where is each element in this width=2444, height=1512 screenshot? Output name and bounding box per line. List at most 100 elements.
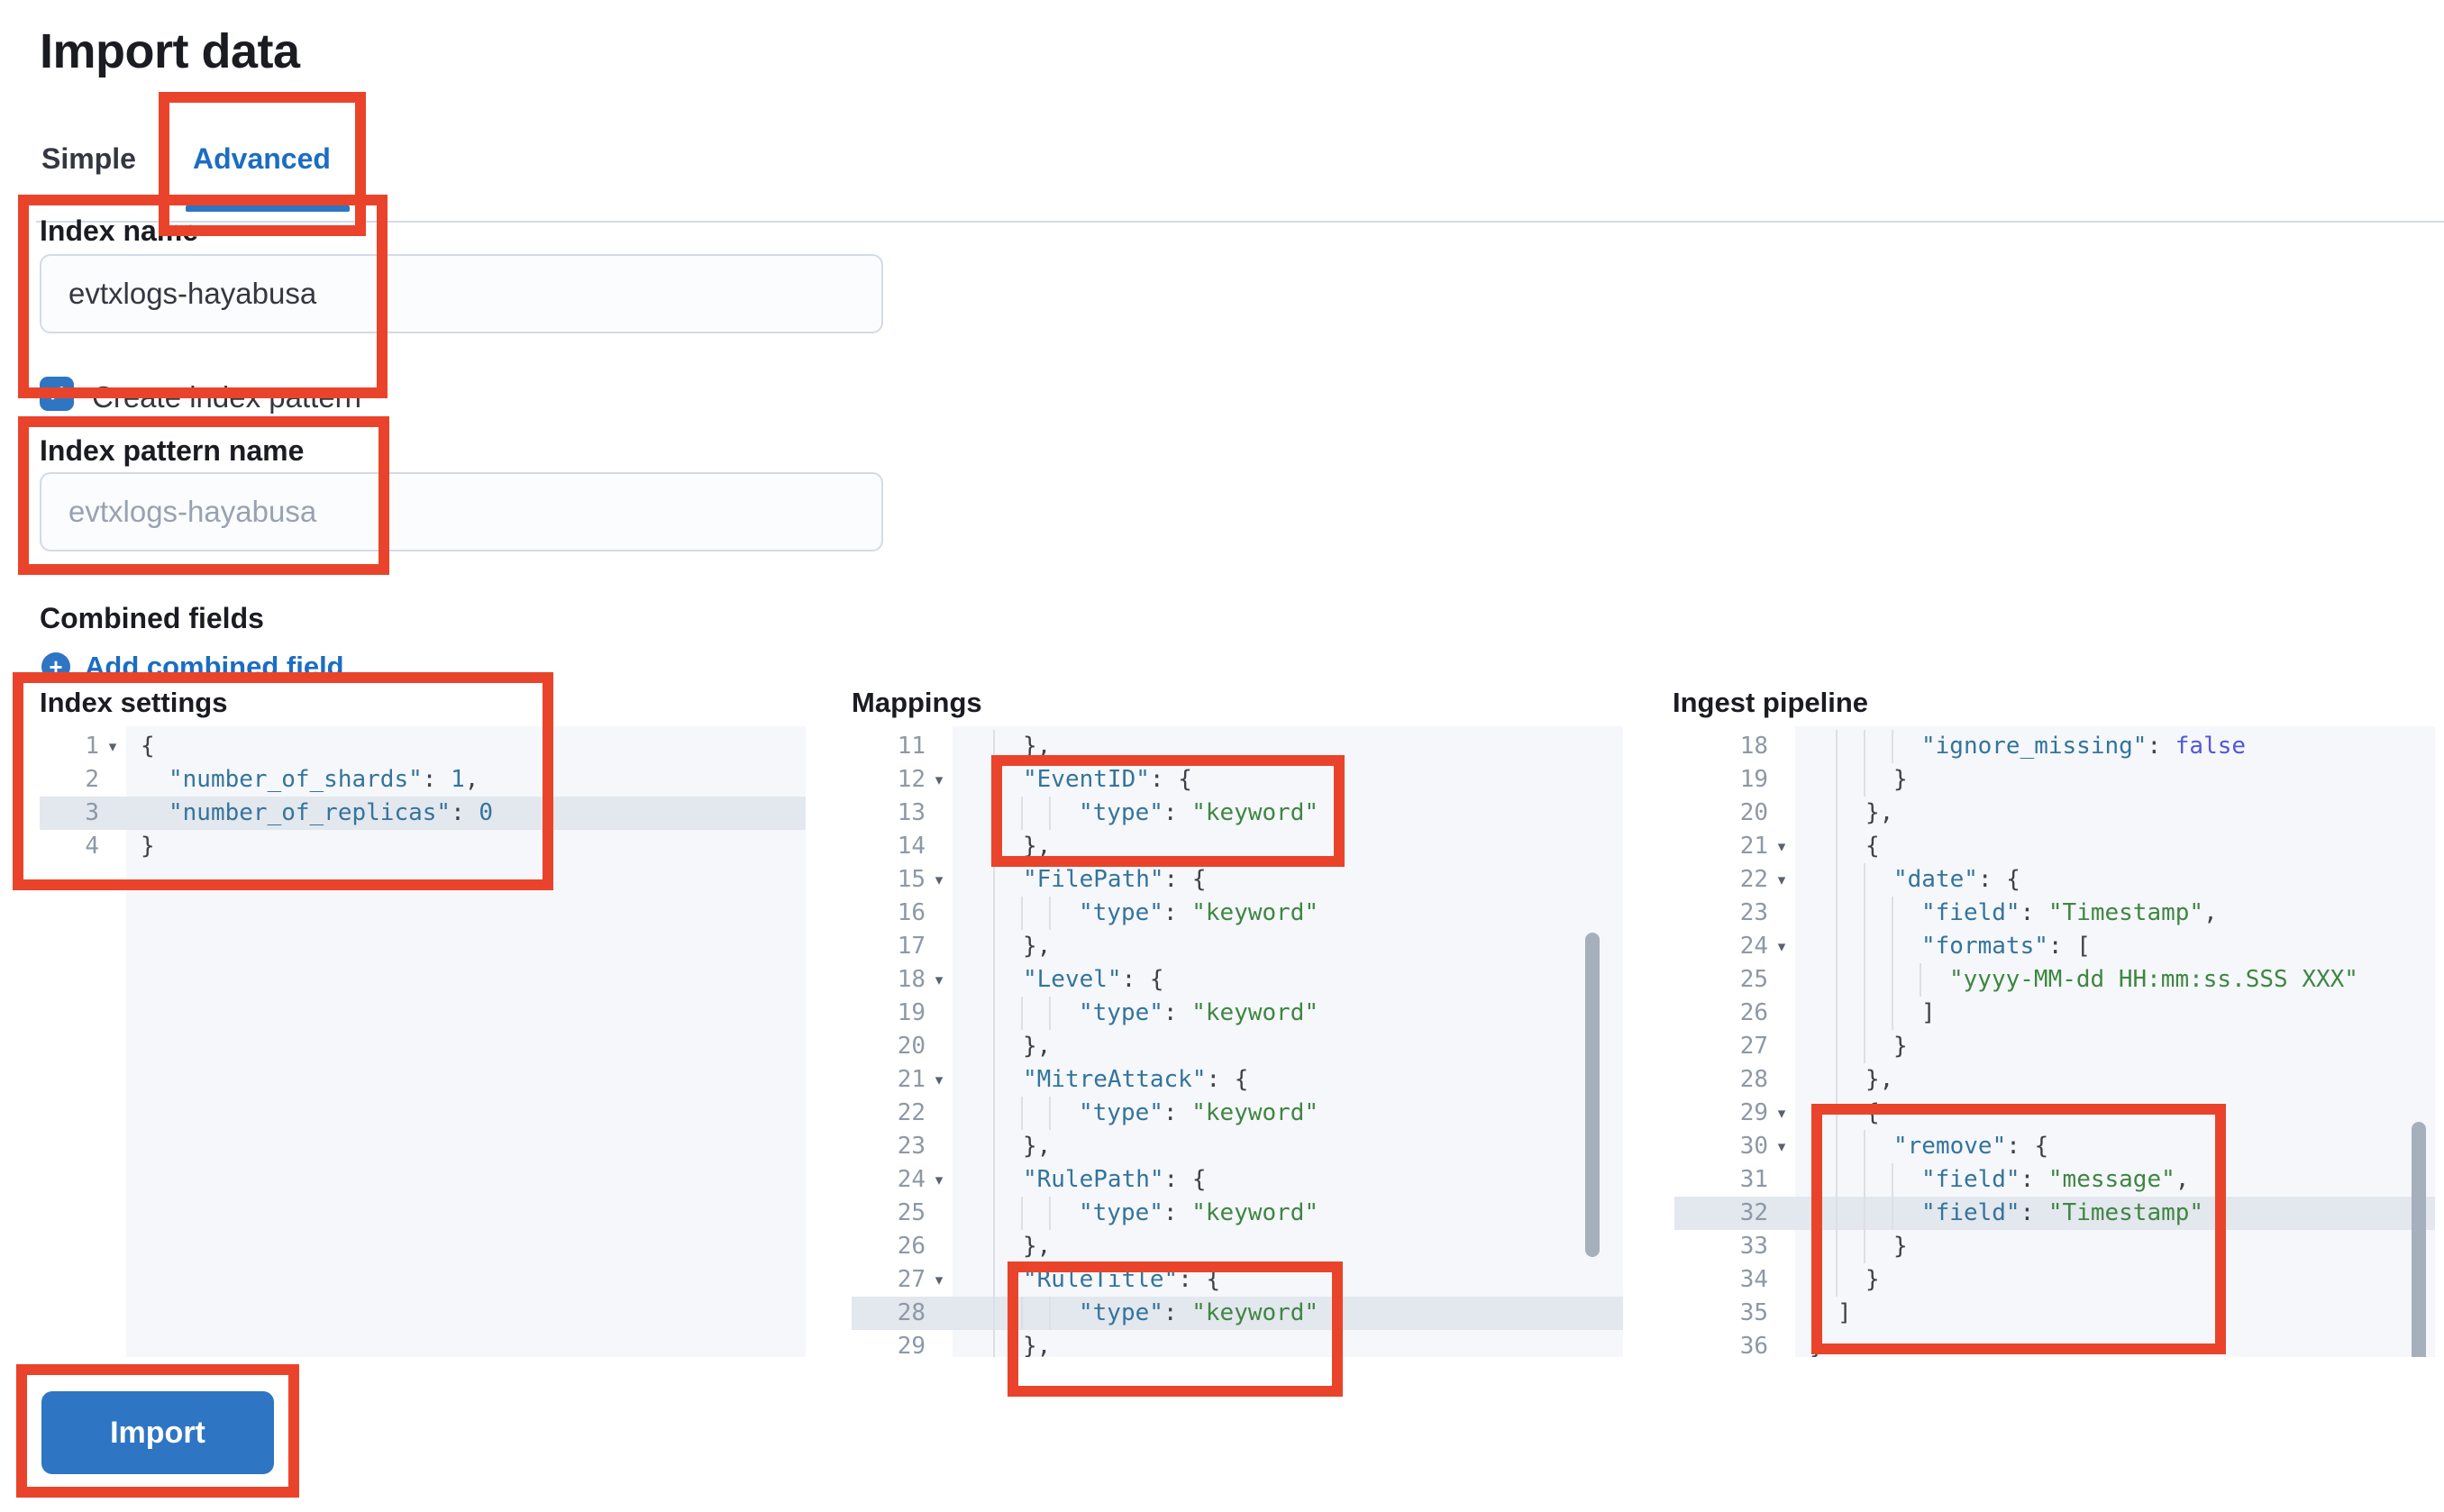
line-number: 3 [85, 799, 99, 826]
indent-guide [1920, 963, 1921, 997]
code-line: 34} [1674, 1263, 2435, 1297]
fold-arrow-icon[interactable]: ▾ [935, 871, 944, 888]
indent-guide [993, 830, 995, 863]
line-number: 4 [85, 833, 99, 860]
tab-simple[interactable]: Simple [41, 142, 136, 175]
fold-arrow-icon[interactable]: ▾ [1777, 1105, 1786, 1122]
indent-guide [1836, 963, 1838, 997]
line-number: 23 [897, 1133, 926, 1160]
indent-guide [1892, 1197, 1893, 1230]
code-line: 23"field": "Timestamp", [1674, 897, 2435, 930]
ingest-pipeline-scrollbar-thumb[interactable] [2412, 1122, 2426, 1357]
code-line: 28"type": "keyword" [852, 1297, 1623, 1330]
line-number: 17 [897, 933, 926, 960]
import-button[interactable]: Import [41, 1391, 274, 1474]
indent-guide [1892, 897, 1893, 930]
fold-arrow-icon[interactable]: ▾ [935, 1071, 944, 1088]
indent-guide [1892, 997, 1893, 1030]
mappings-scrollbar-thumb[interactable] [1585, 933, 1600, 1257]
create-index-pattern-label[interactable]: Create index pattern [92, 380, 362, 414]
indent-guide [993, 1097, 995, 1130]
line-number: 20 [1739, 799, 1768, 826]
indent-guide [1021, 1197, 1023, 1230]
line-number: 28 [897, 1299, 926, 1326]
indent-guide [993, 863, 995, 897]
indent-guide [993, 1063, 995, 1097]
line-number: 32 [1739, 1199, 1768, 1226]
fold-arrow-icon[interactable]: ▾ [108, 738, 117, 755]
add-combined-field-button[interactable]: + Add combined field [41, 651, 344, 683]
line-number: 25 [1739, 966, 1768, 993]
fold-arrow-icon[interactable]: ▾ [935, 1171, 944, 1189]
create-index-pattern-checkbox[interactable]: ✓ [40, 377, 74, 411]
line-number: 13 [897, 799, 926, 826]
indent-guide [1864, 897, 1865, 930]
code-line: 16"type": "keyword" [852, 897, 1623, 930]
code-line: 15▾"FilePath": { [852, 863, 1623, 897]
indent-guide [1836, 830, 1838, 863]
indent-guide [993, 1263, 995, 1297]
line-number: 14 [897, 833, 926, 860]
line-number: 24 [897, 1166, 926, 1193]
index-pattern-name-input[interactable] [40, 472, 883, 551]
indent-guide [993, 930, 995, 963]
indent-guide [1864, 1030, 1865, 1063]
line-number: 11 [897, 733, 926, 760]
code-line: 13"type": "keyword" [852, 797, 1623, 830]
fold-arrow-icon[interactable]: ▾ [935, 1271, 944, 1289]
code-line: 3"number_of_replicas": 0 [40, 797, 806, 830]
line-number: 22 [1739, 866, 1768, 893]
index-settings-editor[interactable]: 1▾{2"number_of_shards": 1,3"number_of_re… [40, 726, 806, 1357]
indent-guide [1864, 730, 1865, 763]
indent-guide [993, 1197, 995, 1230]
indent-guide [1864, 997, 1865, 1030]
fold-arrow-icon[interactable]: ▾ [1777, 938, 1786, 955]
indent-guide [1836, 1163, 1838, 1197]
fold-arrow-icon[interactable]: ▾ [1777, 838, 1786, 855]
indent-guide [1049, 1197, 1051, 1230]
line-number: 23 [1739, 899, 1768, 926]
fold-arrow-icon[interactable]: ▾ [1777, 1138, 1786, 1155]
line-number: 21 [897, 1066, 926, 1093]
indent-guide [1892, 963, 1893, 997]
code-line: 25"type": "keyword" [852, 1197, 1623, 1230]
index-name-input[interactable] [40, 254, 883, 333]
code-line: 2"number_of_shards": 1, [40, 763, 806, 797]
indent-guide [1836, 1197, 1838, 1230]
ingest-pipeline-label: Ingest pipeline [1673, 687, 1869, 718]
code-line: 28}, [1674, 1063, 2435, 1097]
line-number: 36 [1739, 1333, 1768, 1357]
editor-background [1795, 726, 2435, 1357]
line-number: 30 [1739, 1133, 1768, 1160]
indent-guide [1049, 897, 1051, 930]
code-line: 27} [1674, 1030, 2435, 1063]
indent-guide [1864, 863, 1865, 897]
code-line: 27▾"RuleTitle": { [852, 1263, 1623, 1297]
line-number: 21 [1739, 833, 1768, 860]
indent-guide [1864, 763, 1865, 797]
code-line: 4} [40, 830, 806, 863]
line-number: 26 [1739, 999, 1768, 1026]
indent-guide [993, 1230, 995, 1263]
indent-guide [1836, 763, 1838, 797]
indent-guide [993, 997, 995, 1030]
indent-guide [1836, 897, 1838, 930]
code-line: 24▾"RulePath": { [852, 1163, 1623, 1197]
fold-arrow-icon[interactable]: ▾ [935, 971, 944, 988]
indent-guide [1021, 997, 1023, 1030]
indent-guide [1892, 1163, 1893, 1197]
indent-guide [1049, 1097, 1051, 1130]
fold-arrow-icon[interactable]: ▾ [1777, 871, 1786, 888]
code-line: 11}, [852, 730, 1623, 763]
tab-advanced[interactable]: Advanced [193, 142, 331, 175]
line-number: 28 [1739, 1066, 1768, 1093]
mappings-editor[interactable]: 11},12▾"EventID": {13"type": "keyword"14… [852, 726, 1623, 1357]
indent-guide [993, 797, 995, 830]
indent-guide [1021, 1097, 1023, 1130]
code-line: 24▾"formats": [ [1674, 930, 2435, 963]
index-settings-label: Index settings [40, 687, 228, 718]
fold-arrow-icon[interactable]: ▾ [935, 771, 944, 788]
indent-guide [1021, 797, 1023, 830]
